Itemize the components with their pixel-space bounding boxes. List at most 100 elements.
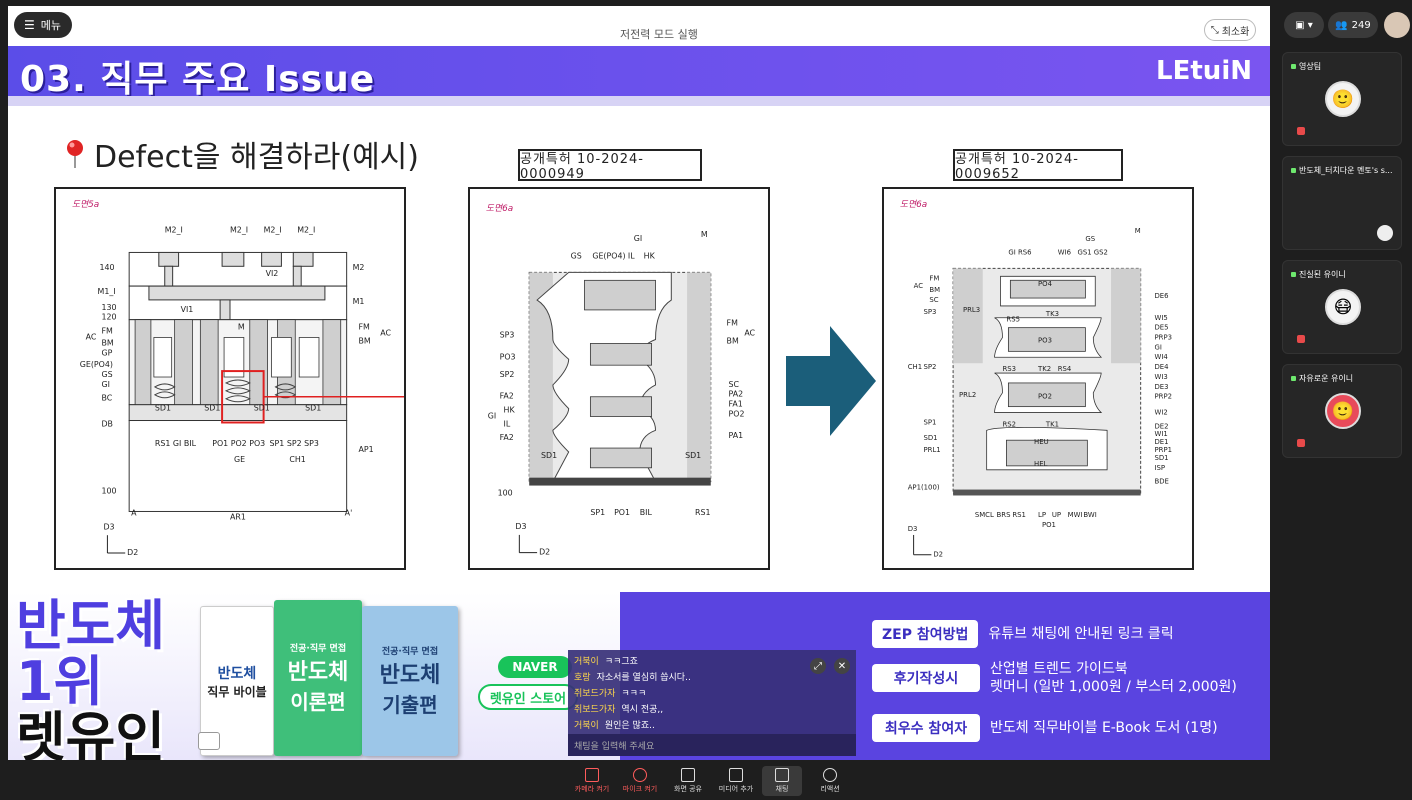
participant-name: 진실된 유이니: [1291, 269, 1346, 280]
svg-text:WI6: WI6: [1058, 249, 1071, 257]
svg-text:SMCL: SMCL: [975, 511, 994, 519]
svg-text:RS2: RS2: [1002, 420, 1016, 428]
chat-label: 채팅: [775, 785, 789, 793]
participant-name: 영상팀: [1291, 61, 1321, 72]
svg-text:FM: FM: [359, 323, 371, 332]
chat-icon: [775, 768, 789, 782]
expand-icon[interactable]: ⤢: [810, 658, 826, 674]
svg-text:M2: M2: [353, 263, 365, 272]
book-past-exam: 전공·직무 면접 반도체 기출편: [362, 606, 458, 756]
chat-text: 역시 전공,,: [621, 704, 664, 715]
svg-text:DE2: DE2: [1154, 422, 1168, 430]
info-tag-review: 후기작성시: [872, 664, 980, 692]
info-text-zep: 유튜브 채팅에 안내된 링크 클릭: [988, 626, 1174, 642]
svg-text:SD1: SD1: [685, 451, 701, 460]
info-tag-best: 최우수 참여자: [872, 714, 980, 742]
info-text-review-1: 산업별 트렌드 가이드북: [990, 661, 1128, 677]
svg-text:BM: BM: [929, 286, 940, 294]
share-label: 화면 공유: [674, 785, 702, 793]
participants-panel: ▣ ▾ 👥 249 영상팀 🙂 반도체_터치다운 멘토's s... 진실된 유…: [1272, 0, 1412, 762]
participant-tile[interactable]: 진실된 유이니 😷: [1282, 260, 1402, 354]
svg-text:GI: GI: [634, 234, 642, 243]
svg-text:100: 100: [498, 488, 513, 497]
book1-title: 반도체: [217, 665, 257, 682]
fig2-tag: 도면6a: [486, 203, 513, 214]
close-icon[interactable]: ✕: [834, 658, 850, 674]
svg-text:GE(PO4): GE(PO4): [592, 252, 625, 261]
window-title: 저전력 모드 실행: [620, 28, 698, 41]
svg-text:HEL: HEL: [1034, 460, 1048, 468]
svg-text:HK: HK: [504, 406, 516, 415]
svg-text:CH1: CH1: [908, 363, 922, 371]
header-stripe: [8, 96, 1270, 106]
chat-button[interactable]: 채팅: [762, 766, 802, 796]
svg-text:AC: AC: [86, 332, 97, 341]
svg-text:GI: GI: [488, 411, 496, 420]
svg-text:PRL3: PRL3: [963, 306, 980, 314]
svg-text:RS1: RS1: [695, 508, 710, 517]
book-theory: 전공·직무 면접 반도체 이론편: [274, 600, 362, 756]
svg-text:PO2: PO2: [1038, 393, 1052, 401]
participant-tile[interactable]: 반도체_터치다운 멘토's s...: [1282, 156, 1402, 250]
layout-button[interactable]: ▣ ▾: [1284, 12, 1324, 38]
svg-text:SC: SC: [729, 380, 740, 389]
svg-text:D3: D3: [103, 522, 114, 531]
svg-text:RS1 GI BIL: RS1 GI BIL: [155, 439, 197, 448]
reaction-label: 리액션: [820, 785, 840, 793]
participant-tile[interactable]: 영상팀 🙂: [1282, 52, 1402, 146]
layout-icon: ▣ ▾: [1295, 19, 1313, 31]
add-media-button[interactable]: 미디어 추가: [716, 768, 756, 794]
svg-text:BWI: BWI: [1083, 511, 1096, 519]
svg-text:A': A': [345, 508, 353, 517]
svg-text:BDE: BDE: [1154, 478, 1168, 486]
minimize-button[interactable]: ⤡ 최소화: [1204, 19, 1256, 41]
screen-share-icon: [681, 768, 695, 782]
svg-text:AR1: AR1: [230, 512, 246, 521]
menu-label: 메뉴: [40, 19, 62, 32]
svg-text:M2_I: M2_I: [165, 226, 183, 235]
mic-button[interactable]: 마이크 켜기: [620, 768, 660, 794]
avatar: 😷: [1325, 289, 1361, 325]
menu-button[interactable]: ☰ 메뉴: [14, 12, 72, 38]
svg-text:BC: BC: [101, 394, 112, 403]
chat-author: 쥐보드가자: [574, 704, 616, 715]
patent-number-2: 공개특허 10-2024-0009652: [953, 149, 1123, 182]
participant-count-button[interactable]: 👥 249: [1328, 12, 1378, 38]
my-avatar[interactable]: [1384, 12, 1410, 38]
participant-name: 반도체_터치다운 멘토's s...: [1291, 165, 1393, 176]
svg-text:RS1: RS1: [1012, 511, 1026, 519]
svg-text:WI4: WI4: [1154, 353, 1167, 361]
svg-text:SP1 SP2 SP3: SP1 SP2 SP3: [270, 439, 319, 448]
camera-label: 카메라 켜기: [574, 785, 610, 793]
book1-subtitle: 직무 바이블: [207, 684, 267, 699]
svg-text:SD1: SD1: [155, 404, 171, 413]
camera-overlay-icon[interactable]: [198, 732, 220, 750]
svg-text:SD1: SD1: [305, 404, 321, 413]
svg-text:SD1: SD1: [204, 404, 220, 413]
svg-text:GI RS6: GI RS6: [1008, 249, 1031, 257]
book3-title: 전공·직무 면접: [381, 647, 439, 657]
screen-share-button[interactable]: 화면 공유: [668, 768, 708, 794]
svg-text:D3: D3: [515, 522, 526, 531]
smile-icon: [823, 768, 837, 782]
reaction-button[interactable]: 리액션: [810, 768, 850, 794]
svg-text:GI: GI: [101, 380, 109, 389]
chat-input[interactable]: 채팅을 입력해 주세요: [568, 734, 856, 756]
book-job-bible: 반도체 직무 바이블: [200, 606, 274, 756]
chat-author: 거북이: [574, 720, 599, 731]
info-text-review-2: 렛머니 (일반 1,000원 / 부스터 2,000원): [990, 679, 1237, 695]
svg-text:HEU: HEU: [1034, 438, 1049, 446]
participant-tile[interactable]: 자유로운 유이니 🙂: [1282, 364, 1402, 458]
shared-screen: 03. 직무 주요 Issue LEtuiN Defect을 해결하라(예시) …: [8, 6, 1270, 760]
svg-text:PO3: PO3: [500, 352, 516, 361]
info-tag-zep: ZEP 참여방법: [872, 620, 979, 648]
svg-text:GE(PO4): GE(PO4): [80, 360, 113, 369]
store-button[interactable]: 렛유인 스토어: [478, 684, 578, 710]
svg-text:GS: GS: [101, 370, 112, 379]
svg-text:PRL2: PRL2: [959, 391, 976, 399]
camera-button[interactable]: 카메라 켜기: [572, 768, 612, 794]
